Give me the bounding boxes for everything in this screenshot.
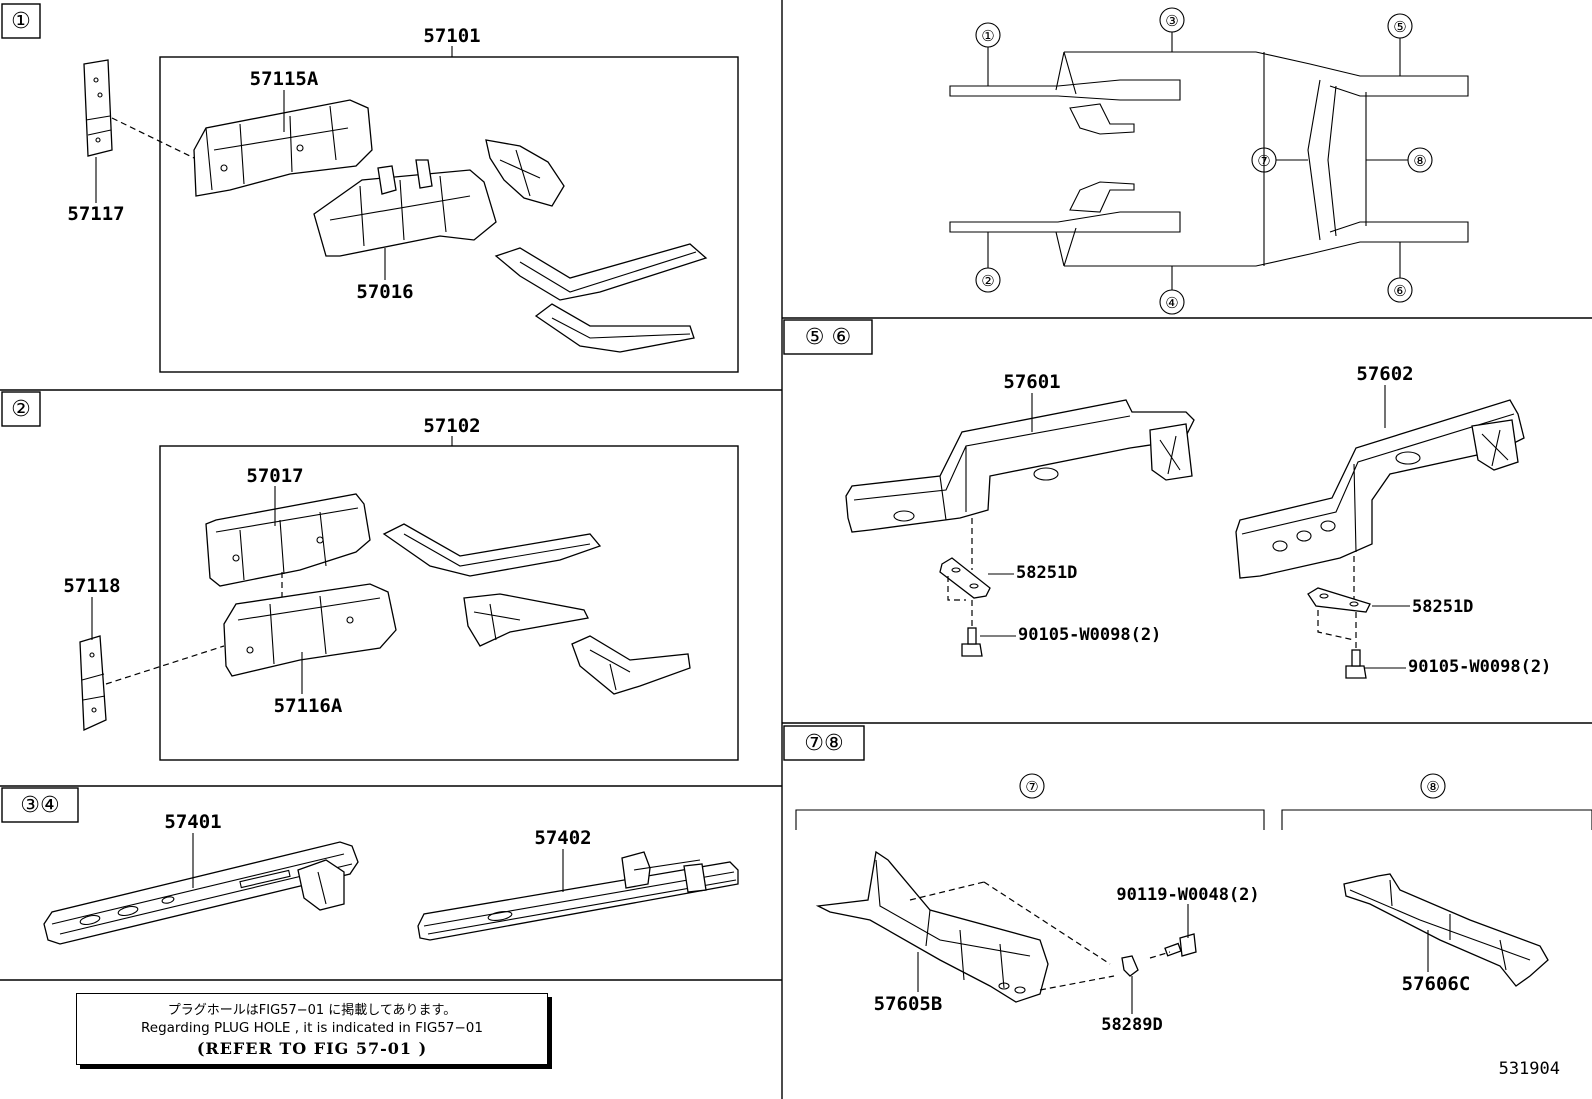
label-90119: 90119-W0048(2)	[1116, 885, 1259, 905]
label-57606C: 57606C	[1402, 973, 1471, 995]
svg-text:⑥: ⑥	[1393, 282, 1406, 300]
label-58289D: 58289D	[1101, 1015, 1162, 1035]
part-57016-member-upper	[494, 243, 708, 301]
section-tag-5-6: ⑤ ⑥	[783, 319, 873, 355]
part-57402	[417, 851, 739, 941]
frame-overview: ① ② ③ ④ ⑤ ⑥ ⑦ ⑧	[949, 7, 1469, 315]
label-57016: 57016	[356, 281, 413, 303]
part-57016-bracket	[485, 139, 565, 207]
section-tag-7-8: ⑦⑧	[783, 725, 865, 761]
svg-text:⑤: ⑤	[1393, 18, 1406, 36]
bolt-90105-left	[961, 627, 983, 657]
svg-text:③: ③	[1165, 12, 1178, 30]
label-57605B: 57605B	[874, 993, 943, 1015]
part-57102-member-upper	[382, 523, 602, 577]
section-tag-3-4: ③④	[1, 787, 79, 823]
figure-number: 531904	[1498, 1059, 1560, 1079]
svg-text:⑧: ⑧	[1413, 152, 1426, 170]
label-57602: 57602	[1356, 363, 1413, 385]
svg-text:②: ②	[981, 272, 994, 290]
note-line-jp: プラグホールはFIG57−01 に掲載してあります。	[167, 1003, 457, 1018]
label-90105-left: 90105-W0098(2)	[1018, 625, 1161, 645]
section-1: 57101 57117 57115A 57016	[67, 25, 739, 373]
part-57606C	[1343, 873, 1549, 987]
svg-text:④: ④	[1165, 294, 1178, 312]
group-label-7: ⑦	[1025, 778, 1038, 796]
svg-text:①: ①	[11, 9, 31, 34]
part-57017	[205, 493, 371, 587]
note-refer-fig: (REFER TO FIG 57-01 )	[196, 1039, 428, 1058]
part-57116A	[223, 583, 397, 677]
part-58251D-right	[1307, 587, 1371, 613]
bolt-90119	[1164, 933, 1197, 957]
assembly-box-57101	[159, 56, 739, 373]
label-57101: 57101	[423, 25, 480, 47]
part-57117	[83, 59, 113, 157]
svg-text:③④: ③④	[20, 793, 59, 818]
label-57115A: 57115A	[250, 68, 319, 90]
part-57605B	[815, 850, 1049, 1003]
section-7-8: ⑦ ⑧ 57605B 58289D 90119-W0048(2)	[795, 773, 1592, 1035]
svg-text:②: ②	[11, 397, 31, 422]
part-57602	[1235, 399, 1525, 579]
group-label-8: ⑧	[1426, 778, 1439, 796]
part-57401	[43, 841, 359, 945]
part-57115A	[193, 99, 373, 197]
label-57116A: 57116A	[274, 695, 343, 717]
plug-hole-note: プラグホールはFIG57−01 に掲載してあります。 Regarding PLU…	[76, 993, 548, 1065]
part-57016	[313, 159, 497, 257]
svg-text:⑤ ⑥: ⑤ ⑥	[805, 325, 851, 350]
label-57402: 57402	[534, 827, 591, 849]
label-57601: 57601	[1003, 371, 1060, 393]
label-58251D-left: 58251D	[1016, 563, 1077, 583]
label-57117: 57117	[67, 203, 124, 225]
part-57102-bracket	[463, 593, 589, 647]
part-57118	[79, 635, 107, 731]
part-57016-member-lower	[534, 303, 695, 353]
assembly-box-57102	[159, 445, 739, 761]
label-57017: 57017	[246, 465, 303, 487]
bolt-90105-right	[1345, 649, 1367, 679]
section-tag-2: ②	[1, 391, 41, 427]
svg-text:①: ①	[981, 27, 994, 45]
label-57118: 57118	[63, 575, 120, 597]
section-tag-1: ①	[1, 3, 41, 39]
label-57102: 57102	[423, 415, 480, 437]
section-3-4: 57401 57402	[43, 811, 739, 945]
svg-text:⑦: ⑦	[1257, 152, 1270, 170]
note-line-en: Regarding PLUG HOLE , it is indicated in…	[141, 1020, 483, 1036]
part-57601	[845, 399, 1195, 533]
bracket-58289D	[1121, 955, 1139, 977]
section-2: 57102 57017 57116A 57118	[63, 415, 739, 761]
label-90105-right: 90105-W0098(2)	[1408, 657, 1551, 677]
section-5-6: 57601 58251D 90105-W0098(2) 57602	[845, 363, 1551, 679]
label-58251D-right: 58251D	[1412, 597, 1473, 617]
part-57102-member-lower	[571, 635, 691, 695]
label-57401: 57401	[164, 811, 221, 833]
part-58251D-left	[939, 557, 991, 599]
svg-text:⑦⑧: ⑦⑧	[804, 731, 843, 756]
